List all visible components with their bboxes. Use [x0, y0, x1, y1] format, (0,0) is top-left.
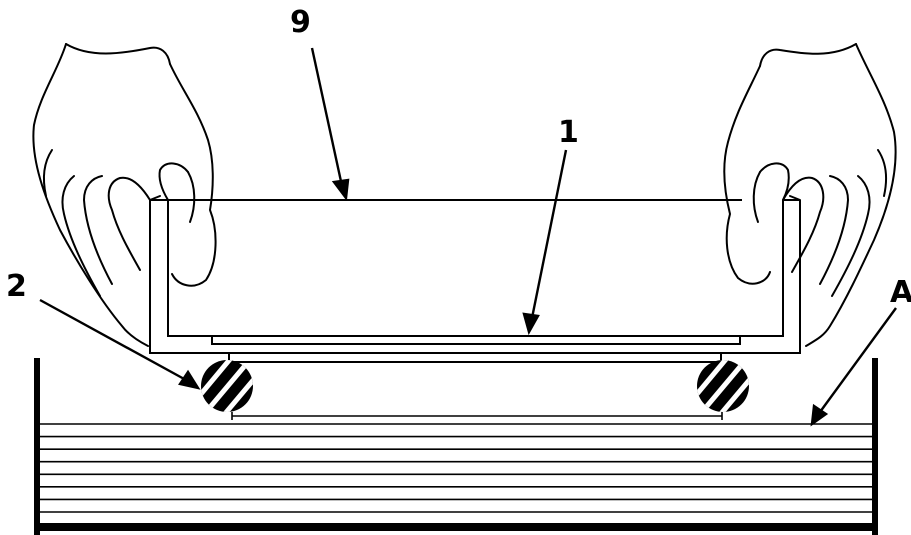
callout-label-9: 9 — [290, 5, 311, 40]
callout-arrow-1 — [530, 149, 568, 319]
left-hand-drawing — [32, 43, 217, 347]
o-ring-seal-right — [697, 353, 749, 412]
o-ring-seal-left — [201, 353, 253, 412]
callout-label-2: 2 — [6, 269, 27, 304]
callout-arrow-9 — [310, 47, 344, 187]
callout-arrowhead-9 — [331, 178, 350, 202]
callout-arrows — [39, 47, 897, 427]
callout-arrowhead-1 — [522, 312, 540, 336]
plate — [211, 335, 741, 345]
callout-arrowhead-a — [810, 403, 829, 427]
tank — [34, 358, 878, 535]
callout-label-1: 1 — [558, 115, 579, 150]
callout-arrow-a — [819, 307, 897, 413]
bath-lines — [40, 423, 872, 513]
holder-frame — [149, 199, 801, 363]
callout-label-a: A — [890, 275, 911, 310]
callout-arrow-2 — [39, 298, 187, 382]
callout-arrowhead-2 — [178, 369, 201, 390]
right-hand-drawing — [723, 43, 897, 347]
